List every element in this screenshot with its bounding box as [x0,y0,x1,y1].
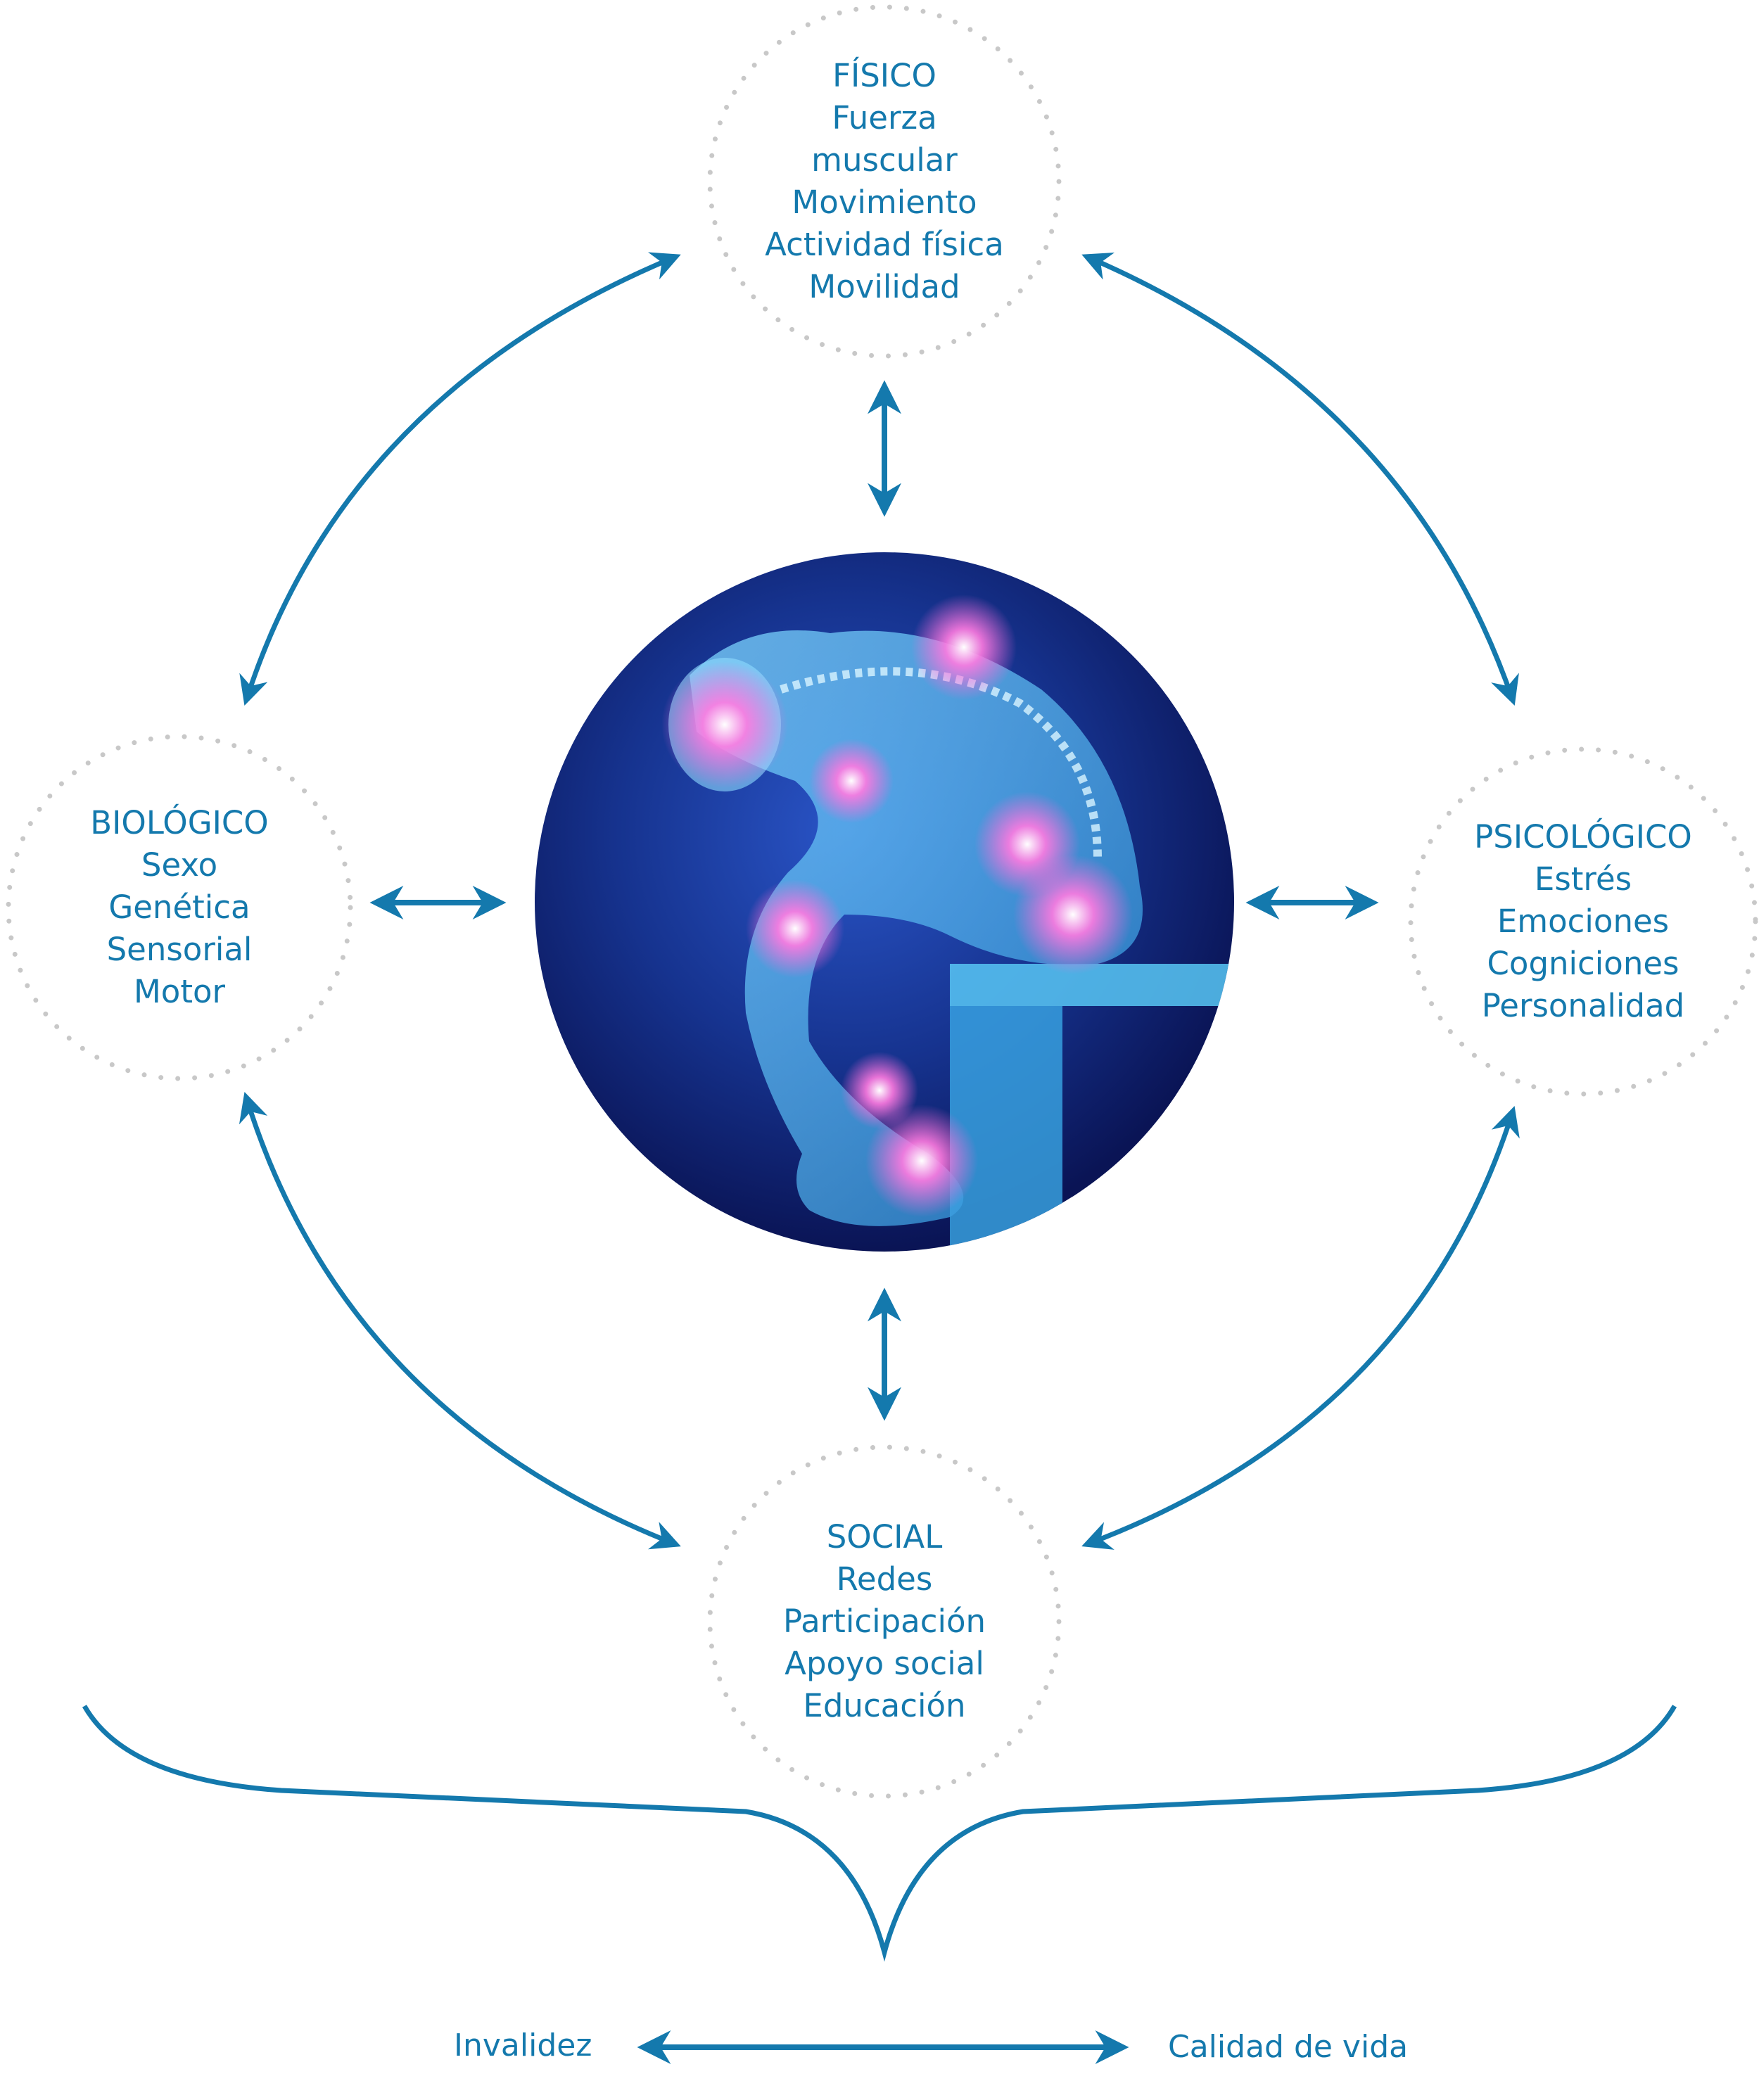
node-item: Actividad física [765,226,1004,263]
node-item: Motor [133,973,226,1010]
node-item: Educación [803,1687,966,1724]
fisico-circle [707,4,1062,359]
node-fisico: FÍSICO Fuerza muscular Movimiento Activi… [744,41,1025,322]
node-item: Apoyo social [785,1645,984,1682]
node-item: muscular [811,141,958,179]
node-item: Genética [108,889,250,926]
arrow-fisico-psicologico [1081,252,1519,706]
node-item: Movilidad [808,268,960,305]
node-item: Cogniciones [1487,945,1679,982]
node-item: Personalidad [1481,987,1685,1024]
node-item: Emociones [1497,903,1670,940]
label-calidad-de-vida: Calidad de vida [1168,2029,1409,2065]
node-items: Fuerza muscular Movimiento Actividad fís… [765,97,1004,308]
social-circle [707,1444,1062,1799]
arrow-biologico-social [239,1091,681,1550]
psicologico-circle [1408,746,1758,1097]
node-item: Estrés [1534,860,1632,898]
node-item: Sensorial [106,931,253,968]
node-item: Participación [782,1603,986,1640]
label-invalidez: Invalidez [454,2028,592,2063]
node-item: Redes [836,1560,933,1598]
pain-figure-image [535,552,1234,1252]
node-items: Estrés Emociones Cogniciones Personalida… [1482,858,1685,1027]
node-social: SOCIAL Redes Participación Apoyo social … [744,1481,1025,1762]
arrow-psicologico-social [1081,1105,1520,1550]
node-title: PSICOLÓGICO [1474,818,1692,855]
node-title: FÍSICO [832,57,936,94]
node-items: Redes Participación Apoyo social Educaci… [783,1558,986,1727]
node-biologico: BIOLÓGICO Sexo Genética Sensorial Motor [39,767,320,1048]
biologico-circle [6,734,353,1081]
bottom-brace [82,1705,1677,1962]
node-item: Sexo [141,846,218,884]
node-title: BIOLÓGICO [90,804,269,841]
node-item: Movimiento [792,184,977,221]
node-items: Sexo Genética Sensorial Motor [107,844,253,1013]
node-title: SOCIAL [826,1518,943,1555]
node-item: Fuerza [832,99,937,136]
arrow-fisico-biologico [239,252,681,706]
node-psicologico: PSICOLÓGICO Estrés Emociones Cogniciones… [1428,781,1738,1062]
